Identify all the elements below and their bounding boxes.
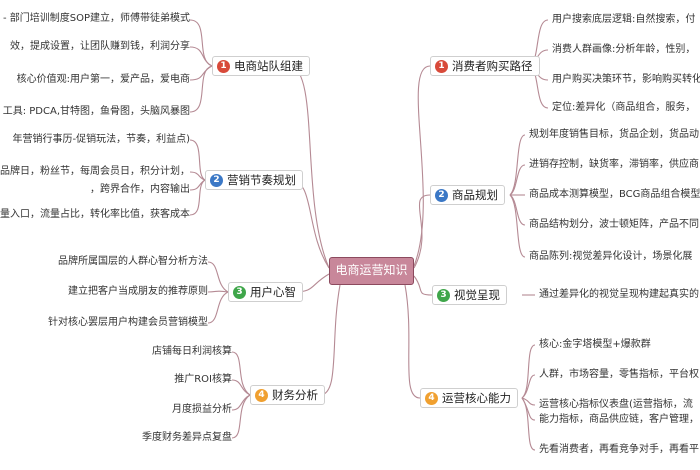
branch-consumer[interactable]: 1 消费者购买路径 — [430, 56, 540, 76]
leaf-mind-2[interactable]: 建立把客户当成朋友的推荐原则 — [68, 286, 208, 297]
root-label: 电商运营知识 — [335, 263, 408, 277]
priority-1-icon: 1 — [217, 59, 230, 73]
leaf-marketing-1[interactable]: 年营销行事历-促销玩法，节奏，利益点) — [12, 134, 190, 145]
leaf-consumer-4[interactable]: 定位:差异化（商品组合，服务， — [552, 102, 696, 113]
priority-2-icon: 2 — [210, 173, 223, 187]
branch-finance[interactable]: 4 财务分析 — [250, 385, 325, 405]
leaf-visual-1[interactable]: 通过差异化的视觉呈现构建起真实的 — [539, 289, 699, 300]
leaf-finance-3[interactable]: 月度损益分析 — [172, 404, 232, 415]
leaf-team-3[interactable]: 核心价值观:用户第一，爱产品，爱电商 — [16, 74, 190, 85]
leaf-consumer-2[interactable]: 消费人群画像:分析年龄，性别， — [552, 44, 696, 55]
leaf-ops-4[interactable]: 能力指标，商品供应链，客户管理， — [539, 414, 699, 425]
branch-finance-label: 财务分析 — [272, 388, 318, 402]
branch-marketing[interactable]: 2 营销节奏规划 — [205, 170, 303, 190]
branch-ops-label: 运营核心能力 — [442, 391, 511, 405]
leaf-marketing-3[interactable]: ，跨界合作，内容输出 — [90, 184, 190, 195]
link-root-ops — [404, 284, 421, 399]
leaf-team-2[interactable]: 效，提成设置，让团队赚到钱，利润分享 — [10, 41, 190, 52]
leaf-product-1[interactable]: 规划年度销售目标，货品企划，货品动 — [529, 129, 699, 140]
link-root-consumer — [413, 65, 431, 267]
leaf-team-1[interactable]: - 部门培训制度SOP建立，师傅带徒弟模式 — [2, 13, 190, 24]
branch-ops[interactable]: 4 运营核心能力 — [420, 388, 518, 408]
priority-4-icon: 4 — [425, 391, 438, 405]
priority-3-icon: 3 — [233, 285, 246, 299]
leaf-ops-1[interactable]: 核心:金字塔模型+爆款群 — [539, 339, 651, 350]
leaf-ops-2[interactable]: 人群，市场容量，零售指标，平台权 — [539, 369, 699, 380]
root-node[interactable]: 电商运营知识 — [329, 257, 414, 285]
branch-product-label: 商品规划 — [452, 188, 498, 202]
leaf-product-2[interactable]: 进销存控制，缺货率，滞销率，供应商 — [529, 159, 699, 170]
branch-marketing-label: 营销节奏规划 — [227, 173, 296, 187]
leaf-mind-1[interactable]: 品牌所属国层的人群心智分析方法 — [58, 256, 208, 267]
leaf-consumer-1[interactable]: 用户搜索底层逻辑:自然搜索，付 — [552, 14, 696, 25]
leaf-finance-4[interactable]: 季度财务差异点复盘 — [142, 432, 232, 443]
leaf-product-4[interactable]: 商品结构划分，波士顿矩阵，产品不同 — [529, 219, 699, 230]
branch-visual-label: 视觉呈现 — [454, 288, 500, 302]
branch-team[interactable]: 1 电商站队组建 — [212, 56, 310, 76]
priority-3-icon: 3 — [437, 288, 450, 302]
link-root-visual — [413, 275, 433, 296]
leaf-mind-3[interactable]: 针对核心罢层用户构建会员营销模型 — [48, 317, 208, 328]
link-root-product — [413, 194, 431, 269]
leaf-finance-2[interactable]: 推广ROI核算 — [174, 374, 232, 385]
leaf-ops-5[interactable]: 先看消费者，再看竞争对手，再看平 — [539, 444, 699, 455]
priority-4-icon: 4 — [255, 388, 268, 402]
branch-visual[interactable]: 3 视觉呈现 — [432, 285, 507, 305]
leaf-consumer-3[interactable]: 用户购买决策环节，影响购买转化 — [552, 74, 700, 85]
branch-mind-label: 用户心智 — [250, 285, 296, 299]
leaf-marketing-2[interactable]: 品牌日，粉丝节，每周会员日，积分计划， — [0, 166, 190, 177]
leaf-product-3[interactable]: 商品成本测算模型，BCG商品组合模型， — [529, 189, 700, 200]
link-root-finance — [319, 284, 341, 396]
branch-team-label: 电商站队组建 — [234, 59, 303, 73]
branch-consumer-label: 消费者购买路径 — [452, 59, 533, 73]
leaf-team-4[interactable]: 工具: PDCA,甘特图，鱼骨图，头脑风暴图 — [2, 106, 190, 117]
branch-mind[interactable]: 3 用户心智 — [228, 282, 303, 302]
priority-2-icon: 2 — [435, 188, 448, 202]
leaf-product-5[interactable]: 商品陈列:视觉差异化设计，场景化展 — [529, 251, 693, 262]
link-root-marketing — [289, 179, 330, 269]
leaf-finance-1[interactable]: 店铺每日利润核算 — [152, 346, 232, 357]
link-root-team — [289, 65, 330, 269]
leaf-marketing-4[interactable]: 量入口，流量占比，转化率比值，获客成本 — [0, 209, 190, 220]
leaf-ops-3[interactable]: 运营核心指标仪表盘(运营指标，流 — [539, 399, 693, 410]
priority-1-icon: 1 — [435, 59, 448, 73]
branch-product[interactable]: 2 商品规划 — [430, 185, 505, 205]
